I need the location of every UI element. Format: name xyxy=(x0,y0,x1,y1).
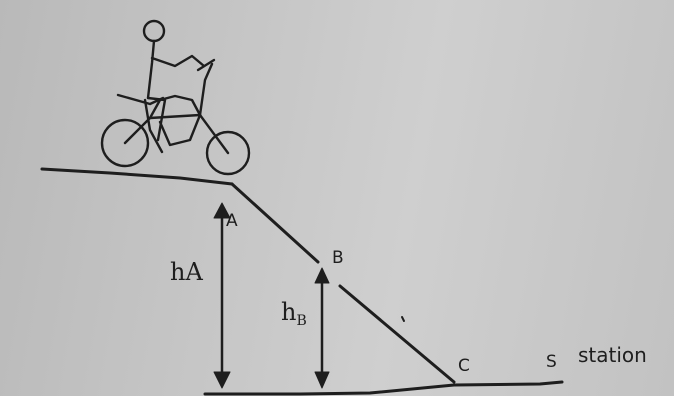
point-b-label: B xyxy=(332,248,344,268)
height-a-label: hA xyxy=(170,258,203,286)
height-b-subscript: B xyxy=(296,313,307,329)
height-a-arrow xyxy=(213,202,231,389)
height-b-main: h xyxy=(281,298,297,326)
station-label: station xyxy=(578,343,647,367)
slope-tick xyxy=(401,316,405,322)
ground-line xyxy=(203,380,564,396)
height-b-label: hB xyxy=(281,300,307,328)
slope-line-lower xyxy=(338,284,456,384)
slope-line xyxy=(230,182,320,264)
point-a-label: A xyxy=(226,211,238,231)
height-b-arrow xyxy=(314,267,330,389)
point-c-label: C xyxy=(458,356,470,376)
top-platform-line xyxy=(40,167,234,186)
point-s-label: S xyxy=(546,352,557,372)
motorcycle-rider-icon xyxy=(100,19,251,176)
